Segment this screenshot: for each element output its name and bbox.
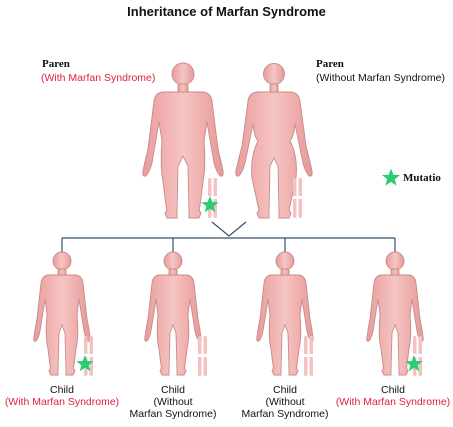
child-4-condition: (With Marfan Syndrome) bbox=[335, 396, 451, 408]
parent-condition-affected: (With Marfan Syndrome) bbox=[41, 72, 156, 84]
child-3-title: Child bbox=[273, 384, 297, 396]
child-2-chromosomes bbox=[197, 336, 208, 376]
diagram-title: Inheritance of Marfan Syndrome bbox=[127, 4, 326, 19]
parent-condition-unaffected: (Without Marfan Syndrome) bbox=[316, 72, 445, 84]
legend-label: Mutatio bbox=[403, 172, 441, 184]
child-figure-1 bbox=[33, 251, 91, 376]
child-4-title: Child bbox=[381, 384, 405, 396]
parent-chromosomes-unaffected bbox=[292, 178, 303, 218]
child-3-label: Child (Without Marfan Syndrome) bbox=[225, 384, 345, 420]
legend-star-icon bbox=[381, 168, 401, 186]
child-2-condition-line-2: Marfan Syndrome) bbox=[129, 408, 217, 420]
child-3-chromosomes bbox=[303, 336, 314, 376]
child-3-condition-line-1: (Without bbox=[265, 396, 305, 408]
child-2-title: Child bbox=[161, 384, 185, 396]
pedigree-connector bbox=[61, 221, 396, 254]
child-2-condition-line-1: (Without bbox=[153, 396, 193, 408]
child-1-label: Child (With Marfan Syndrome) bbox=[2, 384, 122, 408]
child-3-condition-line-2: Marfan Syndrome) bbox=[241, 408, 329, 420]
parent-chromosomes-affected bbox=[207, 178, 218, 218]
child-1-condition: (With Marfan Syndrome) bbox=[4, 396, 120, 408]
parent-label-unaffected: Paren bbox=[316, 58, 344, 70]
child-figure-2 bbox=[144, 251, 202, 376]
child-4-label: Child (With Marfan Syndrome) bbox=[333, 384, 453, 408]
parent-label-affected: Paren bbox=[42, 58, 70, 70]
child-2-label: Child (Without Marfan Syndrome) bbox=[113, 384, 233, 420]
child-1-title: Child bbox=[50, 384, 74, 396]
